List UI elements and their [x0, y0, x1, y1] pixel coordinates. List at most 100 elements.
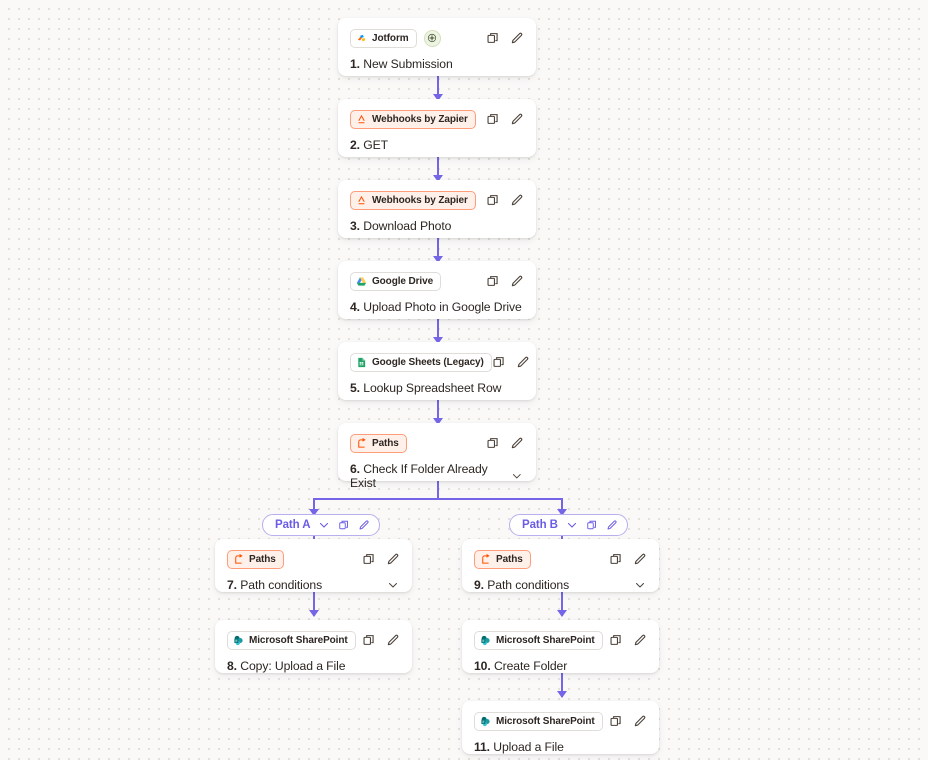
- copy-icon[interactable]: [486, 112, 500, 126]
- copy-icon[interactable]: [362, 552, 376, 566]
- step-title: 6. Check If Folder Already Exist: [350, 462, 511, 490]
- branch-right-drop: [561, 498, 563, 514]
- connector-arrow-2-3: [433, 175, 443, 182]
- connector-arrow-7-8: [309, 610, 319, 617]
- chevron-down-icon[interactable]: [387, 579, 399, 591]
- paths-icon: [358, 437, 366, 448]
- connector-1-2: [437, 76, 439, 100]
- step-number: 6.: [350, 462, 360, 476]
- pencil-icon[interactable]: [606, 519, 618, 531]
- step-card-1[interactable]: Jotform 1.: [338, 18, 536, 76]
- pencil-icon[interactable]: [510, 193, 524, 207]
- step-title-text: New Submission: [363, 57, 453, 71]
- pencil-icon[interactable]: [358, 519, 370, 531]
- pencil-icon[interactable]: [633, 633, 647, 647]
- copy-icon[interactable]: [492, 355, 506, 369]
- connector-arrow-10-11: [557, 691, 567, 698]
- step-card-10[interactable]: Microsoft SharePoint 10. Create Folder: [462, 620, 659, 673]
- pencil-icon[interactable]: [633, 714, 647, 728]
- step-card-5[interactable]: Google Sheets (Legacy) 5. Lookup Spreads…: [338, 342, 536, 400]
- step-number: 4.: [350, 300, 360, 314]
- branch-right-arrow: [557, 509, 567, 516]
- connector-arrow-4-5: [433, 337, 443, 344]
- branch-left-drop: [313, 498, 315, 514]
- copy-icon[interactable]: [486, 436, 500, 450]
- step-title: 5. Lookup Spreadsheet Row: [350, 381, 501, 395]
- copy-icon[interactable]: [338, 519, 350, 531]
- copy-icon[interactable]: [486, 193, 500, 207]
- copy-icon[interactable]: [486, 274, 500, 288]
- paths-icon: [235, 553, 243, 564]
- pencil-icon[interactable]: [633, 552, 647, 566]
- step-card-8[interactable]: Microsoft SharePoint 8. Copy: Upload a F…: [215, 620, 412, 673]
- chevron-down-icon[interactable]: [566, 519, 578, 531]
- google-sheets-icon: [358, 357, 366, 367]
- webhooks-icon: [358, 114, 365, 123]
- app-name: Microsoft SharePoint: [249, 634, 348, 646]
- copy-icon[interactable]: [609, 633, 623, 647]
- step-title-text: Path conditions: [240, 578, 323, 592]
- connector-7-8: [313, 592, 315, 616]
- app-badge-paths: Paths: [227, 549, 284, 569]
- copy-icon[interactable]: [609, 714, 623, 728]
- copy-icon[interactable]: [362, 633, 376, 647]
- step-title-text: Download Photo: [363, 219, 452, 233]
- sharepoint-icon: [481, 635, 490, 645]
- app-badge-sharepoint: Microsoft SharePoint: [474, 630, 603, 650]
- step-title: 2. GET: [350, 138, 388, 152]
- sharepoint-icon: [234, 635, 243, 645]
- chevron-down-icon[interactable]: [634, 579, 646, 591]
- app-name: Google Sheets (Legacy): [372, 356, 484, 368]
- pencil-icon[interactable]: [510, 31, 524, 45]
- paths-icon: [482, 553, 490, 564]
- chevron-down-icon[interactable]: [318, 519, 330, 531]
- copy-icon[interactable]: [609, 552, 623, 566]
- chevron-down-icon[interactable]: [511, 470, 523, 482]
- connector-5-6: [437, 400, 439, 424]
- step-card-11[interactable]: Microsoft SharePoint 11. Upload a File: [462, 701, 659, 754]
- step-title: 8. Copy: Upload a File: [227, 659, 346, 673]
- connector-arrow-1-2: [433, 94, 443, 101]
- step-card-6[interactable]: Paths 6. Check If Folder Already Exist: [338, 423, 536, 490]
- app-badge-sharepoint: Microsoft SharePoint: [227, 630, 356, 650]
- step-number: 11.: [474, 740, 490, 754]
- connector-3-4: [437, 238, 439, 262]
- app-name: Webhooks by Zapier: [372, 113, 468, 125]
- connector-2-3: [437, 157, 439, 181]
- app-badge-webhooks: Webhooks by Zapier: [350, 190, 476, 210]
- path-label: Path B: [522, 519, 558, 531]
- step-card-3[interactable]: Webhooks by Zapier 3. Download Photo: [338, 180, 536, 238]
- step-number: 10.: [474, 659, 491, 673]
- pencil-icon[interactable]: [510, 274, 524, 288]
- pencil-icon[interactable]: [516, 355, 530, 369]
- connector-4-5: [437, 319, 439, 343]
- copy-icon[interactable]: [486, 31, 500, 45]
- step-number: 8.: [227, 659, 237, 673]
- app-name: Microsoft SharePoint: [496, 634, 595, 646]
- branch-bar: [313, 498, 562, 500]
- jotform-icon: [357, 34, 366, 41]
- step-card-4[interactable]: Google Drive 4. Upload Photo in Google D…: [338, 261, 536, 319]
- app-badge-webhooks: Webhooks by Zapier: [350, 109, 476, 129]
- step-title-text: Upload a File: [493, 740, 564, 754]
- app-name: Webhooks by Zapier: [372, 194, 468, 206]
- app-name: Paths: [372, 437, 399, 449]
- copy-icon[interactable]: [586, 519, 598, 531]
- step-number: 9.: [474, 578, 484, 592]
- step-title: 4. Upload Photo in Google Drive: [350, 300, 522, 314]
- pencil-icon[interactable]: [510, 436, 524, 450]
- pencil-icon[interactable]: [386, 633, 400, 647]
- app-badge-sharepoint: Microsoft SharePoint: [474, 711, 603, 731]
- app-badge-paths: Paths: [350, 433, 407, 453]
- pencil-icon[interactable]: [386, 552, 400, 566]
- path-pill-b[interactable]: Path B: [509, 514, 628, 536]
- app-badge-google-drive: Google Drive: [350, 271, 442, 291]
- step-title-text: Path conditions: [487, 578, 570, 592]
- step-card-7[interactable]: Paths 7. Path conditions: [215, 539, 412, 592]
- step-card-2[interactable]: Webhooks by Zapier 2. GET: [338, 99, 536, 157]
- step-card-9[interactable]: Paths 9. Path conditions: [462, 539, 659, 592]
- pencil-icon[interactable]: [510, 112, 524, 126]
- path-pill-a[interactable]: Path A: [262, 514, 381, 536]
- app-badge-jotform: Jotform: [350, 28, 417, 48]
